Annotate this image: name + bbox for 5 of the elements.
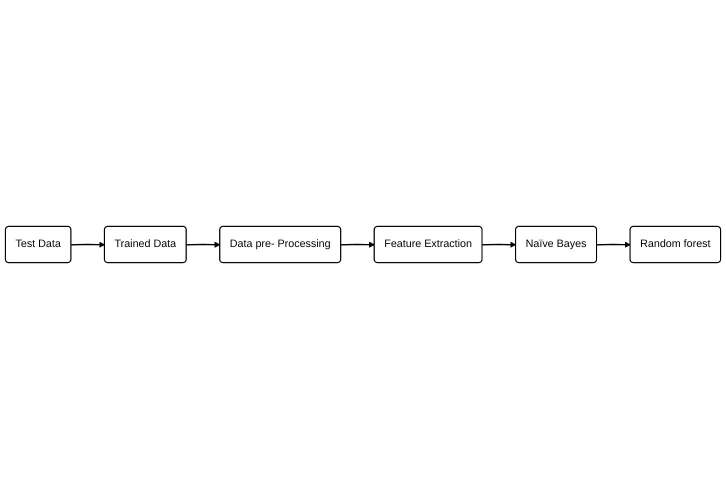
- arrow: [186, 242, 220, 248]
- arrow: [596, 242, 631, 248]
- arrow: [71, 242, 106, 248]
- arrow: [340, 242, 375, 248]
- arrow: [482, 242, 516, 248]
